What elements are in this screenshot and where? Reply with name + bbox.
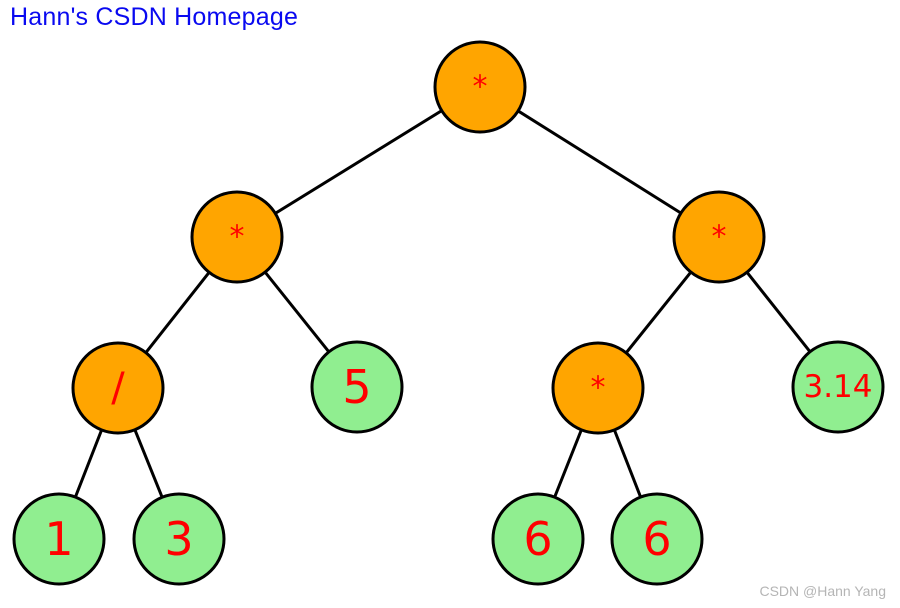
node-circle-llr xyxy=(132,492,226,586)
node-circle-lll xyxy=(12,492,106,586)
node-circle-ll xyxy=(71,341,165,435)
tree-node-rlr: 6 xyxy=(610,492,704,586)
node-label-lll: 1 xyxy=(44,512,73,566)
tree-node-llr: 3 xyxy=(132,492,226,586)
node-circle-root xyxy=(433,40,527,134)
node-circle-lr xyxy=(310,340,404,434)
node-circle-r xyxy=(672,190,766,284)
node-label-r: * xyxy=(712,220,727,255)
node-label-ll: / xyxy=(111,365,125,411)
node-circle-l xyxy=(190,190,284,284)
node-label-l: * xyxy=(230,220,245,255)
node-label-lr: 5 xyxy=(342,360,371,414)
node-label-root: * xyxy=(473,70,488,105)
tree-node-lr: 5 xyxy=(310,340,404,434)
node-circle-rll xyxy=(491,492,585,586)
tree-node-rl: * xyxy=(551,341,645,435)
tree-node-ll: / xyxy=(71,341,165,435)
tree-edge-root-l xyxy=(236,85,481,239)
page-title: Hann's CSDN Homepage xyxy=(10,3,299,31)
node-label-rll: 6 xyxy=(523,512,552,566)
tree-node-l: * xyxy=(190,190,284,284)
node-label-llr: 3 xyxy=(164,512,193,566)
node-label-rl: * xyxy=(591,371,606,406)
node-label-rlr: 6 xyxy=(642,512,671,566)
tree-node-root: * xyxy=(433,40,527,134)
tree-node-rll: 6 xyxy=(491,492,585,586)
tree-node-r: * xyxy=(672,190,766,284)
node-circle-rlr xyxy=(610,492,704,586)
tree-edge-root-r xyxy=(479,85,720,239)
node-circle-rl xyxy=(551,341,645,435)
node-label-rr: 3.14 xyxy=(803,369,872,405)
tree-node-lll: 1 xyxy=(12,492,106,586)
watermark-text: CSDN @Hann Yang xyxy=(759,583,886,599)
tree-node-rr: 3.14 xyxy=(791,340,885,434)
node-circle-rr xyxy=(791,340,885,434)
